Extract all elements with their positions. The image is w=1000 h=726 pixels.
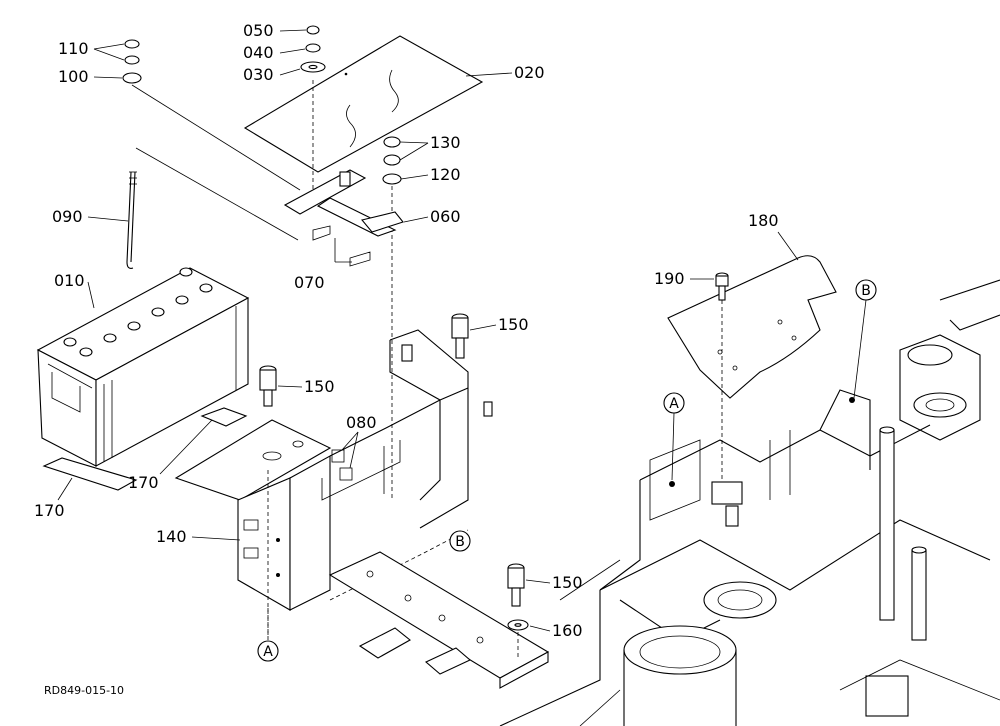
callout-010: 010 bbox=[54, 271, 95, 309]
connection-marker-b-right: B bbox=[853, 279, 877, 399]
bolt-190 bbox=[715, 272, 729, 480]
connection-marker-a-left: A bbox=[257, 608, 279, 662]
callout-030: 030 bbox=[243, 65, 301, 84]
hold-down-rod-090 bbox=[126, 147, 299, 269]
callout-130: 130 bbox=[399, 133, 461, 161]
svg-text:180: 180 bbox=[748, 211, 779, 230]
callout-150-middle: 150 bbox=[469, 315, 529, 334]
connection-marker-a-right: A bbox=[663, 392, 685, 481]
connection-marker-b-left: B bbox=[449, 530, 471, 552]
battery-frame bbox=[321, 329, 493, 601]
svg-text:190: 190 bbox=[654, 269, 685, 288]
svg-text:020: 020 bbox=[514, 63, 545, 82]
callout-050: 050 bbox=[243, 21, 307, 40]
callout-040: 040 bbox=[243, 43, 306, 62]
svg-text:040: 040 bbox=[243, 43, 274, 62]
washer-160 bbox=[507, 619, 529, 660]
svg-text:B: B bbox=[861, 283, 871, 299]
bolt-150-left bbox=[259, 365, 277, 407]
clamp-bracket-060 bbox=[283, 169, 404, 267]
svg-text:150: 150 bbox=[552, 573, 583, 592]
callout-160: 160 bbox=[529, 621, 583, 640]
svg-text:160: 160 bbox=[552, 621, 583, 640]
callout-180: 180 bbox=[748, 211, 799, 261]
cover-180 bbox=[667, 255, 837, 399]
svg-text:140: 140 bbox=[156, 527, 187, 546]
svg-text:170: 170 bbox=[34, 501, 65, 520]
battery-010 bbox=[36, 267, 250, 467]
callout-090: 090 bbox=[52, 207, 129, 226]
svg-text:070: 070 bbox=[294, 273, 325, 292]
callout-150-lower: 150 bbox=[525, 573, 583, 592]
svg-text:170: 170 bbox=[128, 473, 159, 492]
cover-plate-020 bbox=[243, 35, 484, 200]
reference-code: RD849-015-10 bbox=[44, 684, 124, 697]
callout-120: 120 bbox=[400, 165, 461, 184]
callout-100: 100 bbox=[58, 67, 123, 86]
callout-150-left: 150 bbox=[277, 377, 335, 396]
svg-text:050: 050 bbox=[243, 21, 274, 40]
svg-text:150: 150 bbox=[498, 315, 529, 334]
callout-060: 060 bbox=[403, 207, 461, 226]
battery-terminals bbox=[63, 267, 213, 357]
pad-170 bbox=[42, 407, 248, 491]
svg-text:A: A bbox=[669, 396, 679, 412]
callout-140: 140 bbox=[156, 527, 241, 546]
bolt-150-lower bbox=[507, 563, 525, 607]
callout-020: 020 bbox=[465, 63, 545, 82]
callout-170-lower: 170 bbox=[34, 477, 73, 520]
svg-text:060: 060 bbox=[430, 207, 461, 226]
bolt-150-middle bbox=[451, 313, 469, 359]
callout-170-upper: 170 bbox=[128, 419, 213, 492]
callout-080: 080 bbox=[341, 413, 377, 469]
svg-text:150: 150 bbox=[304, 377, 335, 396]
svg-text:010: 010 bbox=[54, 271, 85, 290]
svg-text:A: A bbox=[263, 644, 273, 660]
svg-text:030: 030 bbox=[243, 65, 274, 84]
callout-070: 070 bbox=[294, 273, 325, 292]
hardware-100-110 bbox=[122, 39, 301, 191]
callout-190: 190 bbox=[654, 269, 714, 288]
svg-text:B: B bbox=[455, 534, 465, 550]
machine-frame bbox=[499, 279, 1000, 726]
mounting-plate bbox=[328, 551, 550, 689]
callout-110: 110 bbox=[58, 39, 125, 61]
svg-text:110: 110 bbox=[58, 39, 89, 58]
svg-text:120: 120 bbox=[430, 165, 461, 184]
hardware-030-050 bbox=[300, 25, 326, 73]
svg-text:130: 130 bbox=[430, 133, 461, 152]
hardware-120-130 bbox=[382, 136, 402, 500]
battery-tray-140 bbox=[174, 419, 332, 636]
svg-text:090: 090 bbox=[52, 207, 83, 226]
svg-text:080: 080 bbox=[346, 413, 377, 432]
svg-text:100: 100 bbox=[58, 67, 89, 86]
